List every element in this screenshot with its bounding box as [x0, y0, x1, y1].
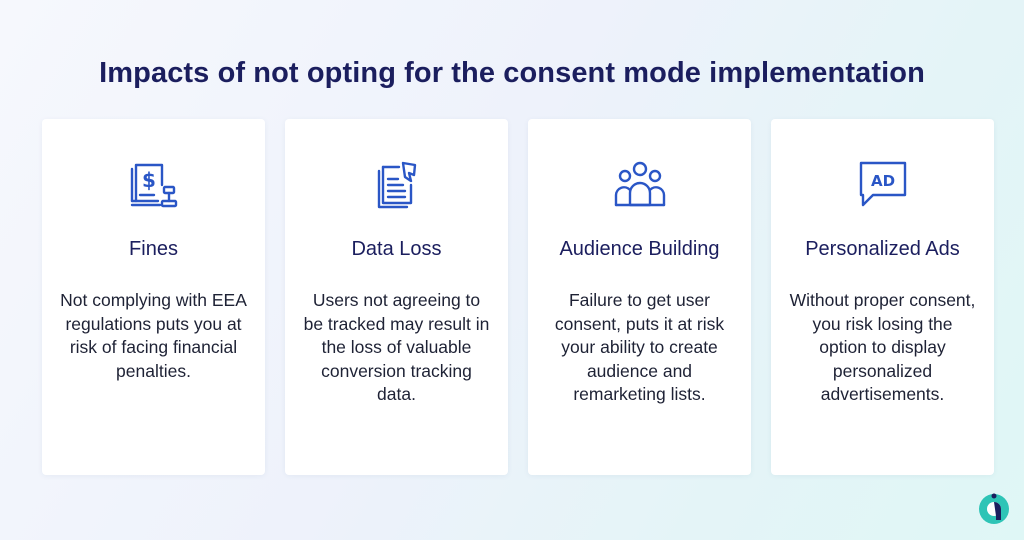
card-description: Not complying with EEA regulations puts …: [60, 290, 247, 381]
card-audience-building: Audience Building Failure to get user co…: [528, 119, 751, 475]
page-title: Impacts of not opting for the consent mo…: [99, 57, 925, 90]
card-title: Fines: [129, 238, 178, 260]
lost-documents-icon: [367, 157, 427, 213]
card-data-loss: Data Loss Users not agreeing to be track…: [285, 119, 508, 475]
card-description: Users not agreeing to be tracked may res…: [303, 290, 490, 404]
card-title: Audience Building: [559, 238, 720, 260]
card-fines: $ Fines Not complying with EEA regulatio…: [42, 119, 265, 475]
audience-group-icon: [610, 157, 670, 213]
brand-logo: [977, 492, 1011, 526]
card-description: Failure to get user consent, puts it at …: [554, 290, 725, 404]
svg-text:$: $: [142, 168, 156, 192]
fine-document-gavel-icon: $: [124, 157, 184, 213]
svg-text:AD: AD: [870, 172, 894, 190]
card-title: Personalized Ads: [805, 238, 960, 260]
card-description: Without proper consent, you risk losing …: [789, 290, 976, 404]
card-title: Data Loss: [351, 238, 442, 260]
card-personalized-ads: AD Personalized Ads Without proper conse…: [771, 119, 994, 475]
ad-speech-bubble-icon: AD: [853, 157, 913, 213]
